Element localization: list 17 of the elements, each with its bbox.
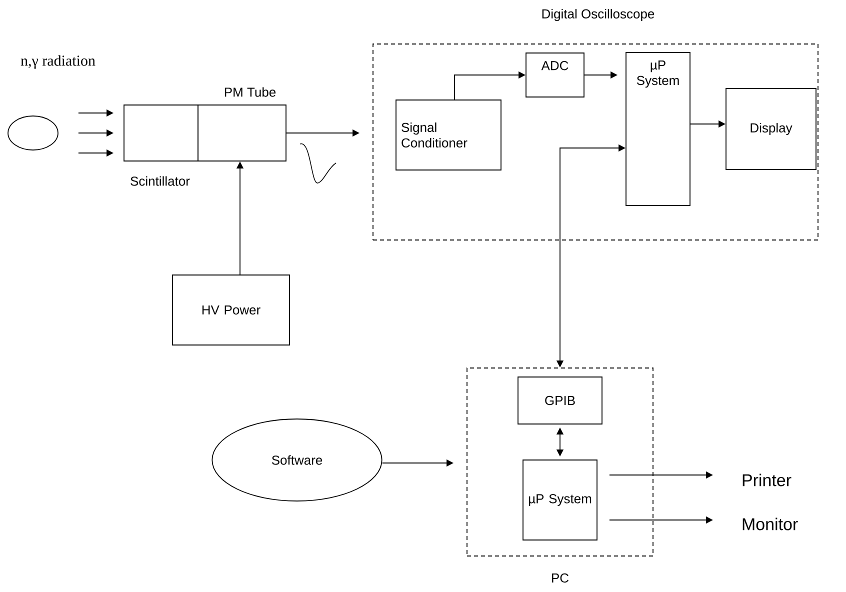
process-box: ADC	[526, 52, 584, 98]
process-box: GPIB	[518, 376, 602, 424]
process-box: Signal Conditioner	[396, 100, 502, 170]
process-box: µP System	[626, 52, 690, 206]
tube-box: PM Tube	[198, 87, 286, 162]
radiation-label: n,γ radiation	[20, 55, 96, 69]
output-label: Monitor	[742, 518, 798, 530]
source-ellipse	[8, 116, 58, 150]
node-label: PC	[552, 573, 569, 583]
node-label: Scintillator	[130, 176, 190, 186]
node-label: Digital Oscilloscope	[542, 8, 654, 22]
process-box: HV Power	[172, 274, 290, 346]
node-label: PM Tube	[224, 87, 276, 97]
process-box: µP System	[522, 460, 598, 540]
output-label: Printer	[742, 474, 792, 486]
process-box: Display	[726, 88, 816, 170]
scintillator-box: Scintillator	[124, 104, 198, 186]
